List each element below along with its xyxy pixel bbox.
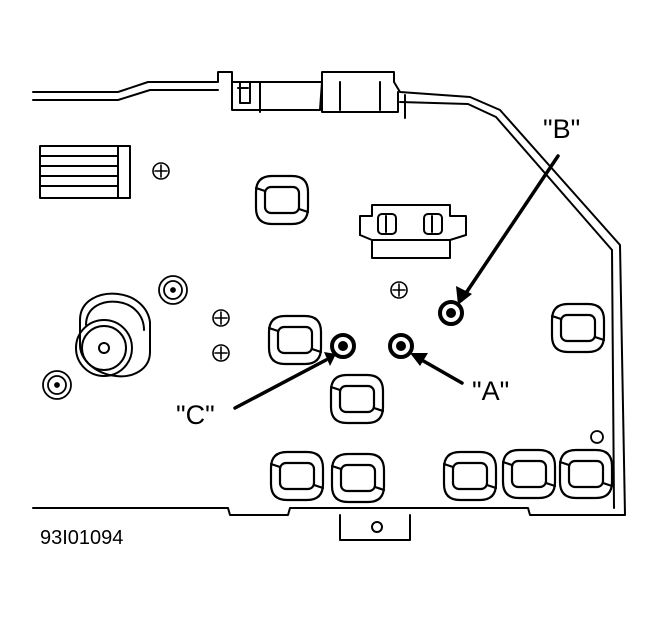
arrow-b <box>456 154 560 305</box>
terminal-a <box>388 333 414 359</box>
center-bracket <box>359 204 467 259</box>
terminal-posts <box>42 275 604 444</box>
terminal-b <box>438 300 464 326</box>
label-a: "A" <box>472 376 510 406</box>
screw-symbols <box>152 162 408 362</box>
bottom-tab-hole <box>371 521 383 533</box>
meter-movement <box>75 292 151 378</box>
arrow-c <box>233 352 336 410</box>
label-c: "C" <box>176 400 215 430</box>
terminal-c <box>330 333 356 359</box>
label-b: "B" <box>543 114 581 144</box>
arrow-a <box>410 353 464 385</box>
figure-code: 93I01094 <box>40 527 124 549</box>
cluster-housing <box>32 71 626 541</box>
bulb-sockets <box>254 174 614 504</box>
left-connector-block <box>39 145 131 199</box>
